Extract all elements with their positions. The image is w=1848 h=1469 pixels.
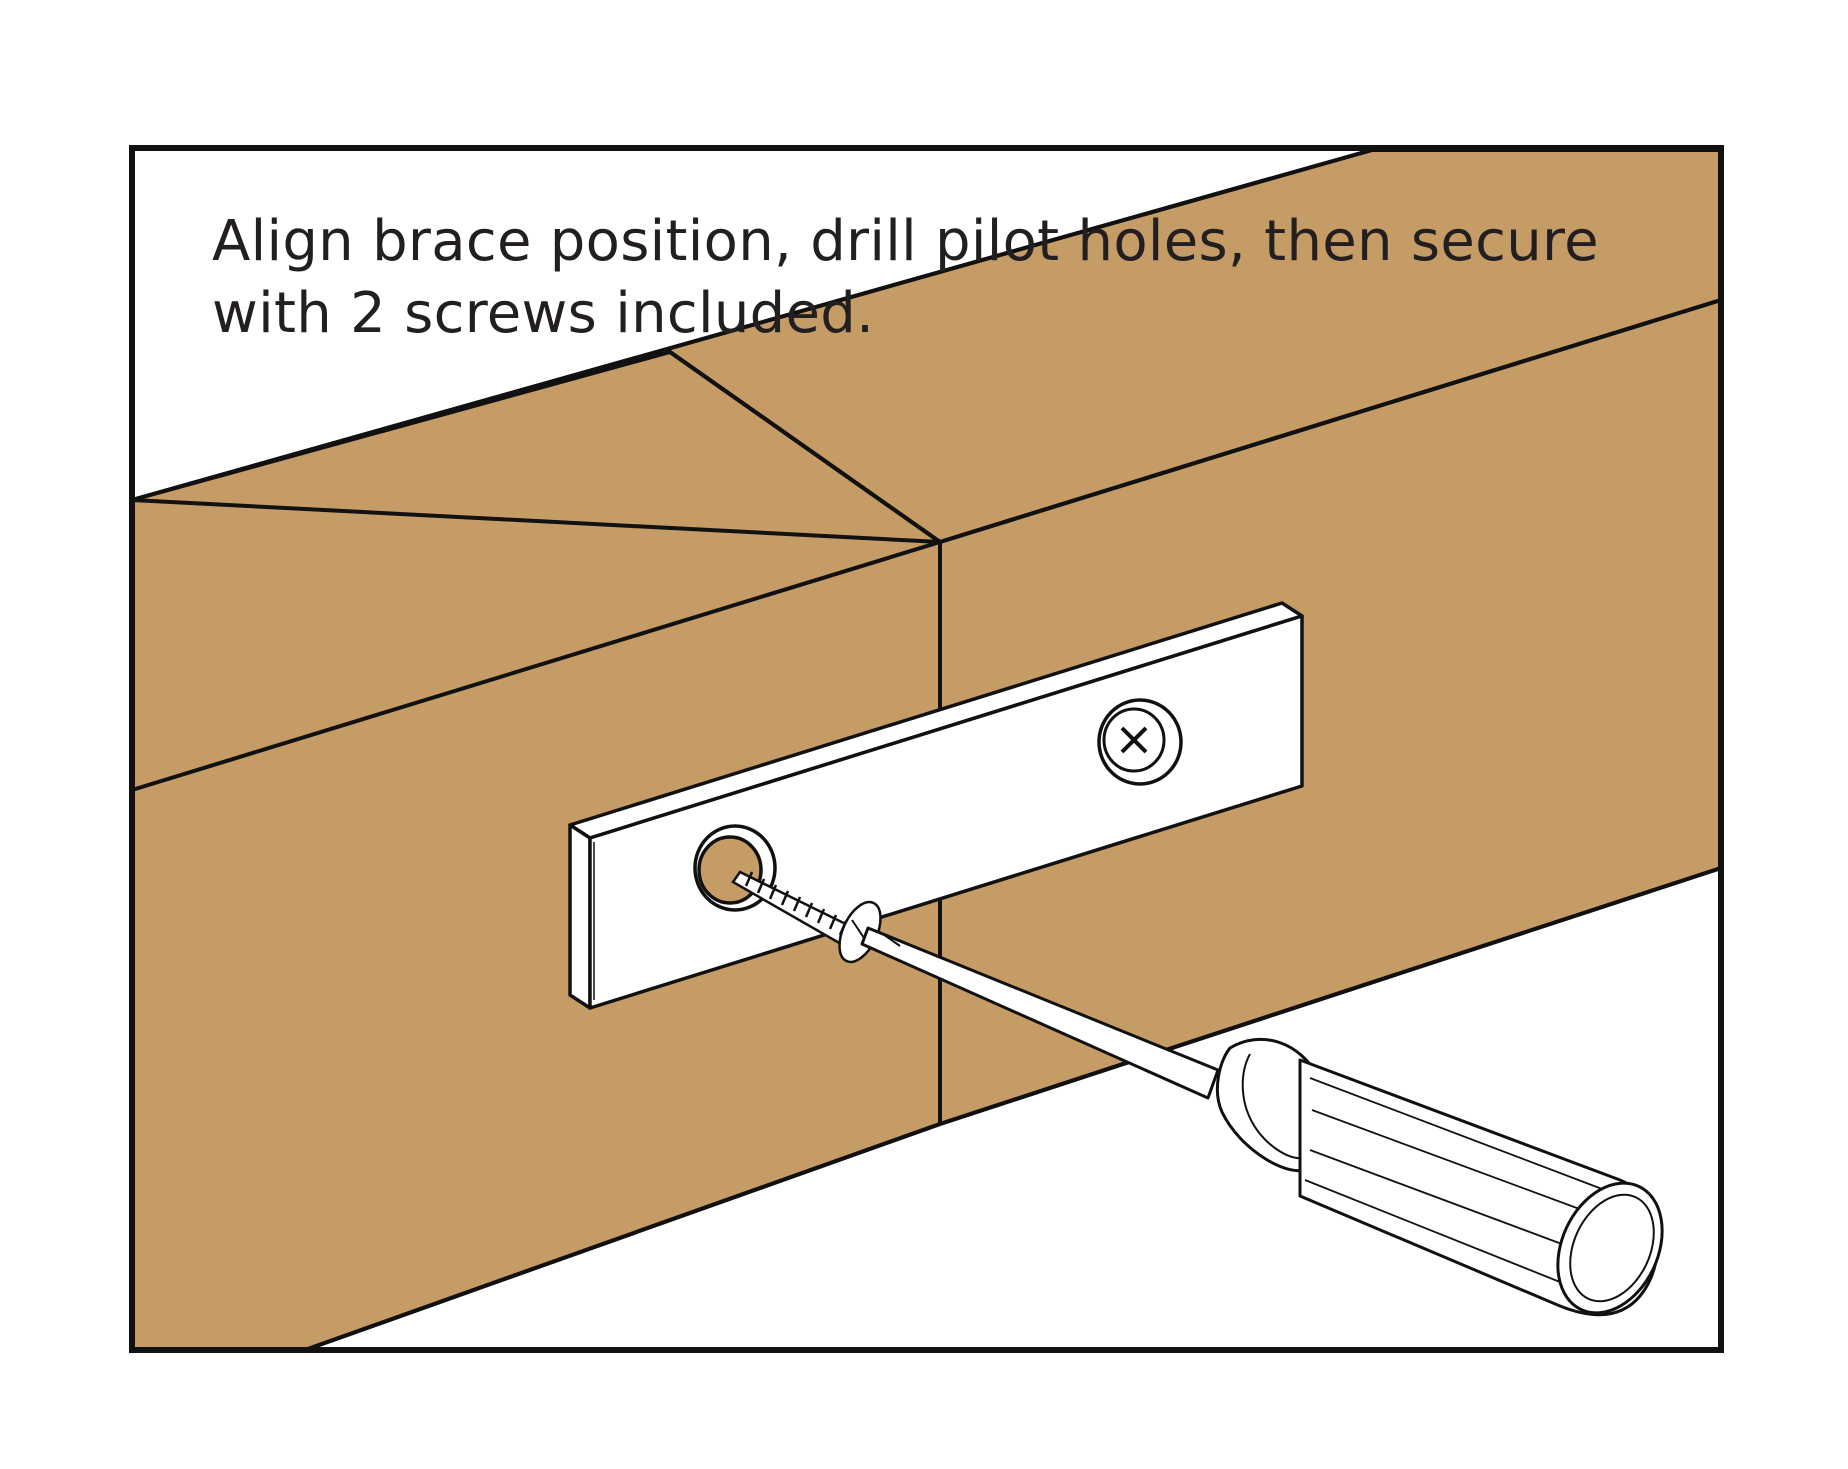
instruction-caption: Align brace position, drill pilot holes,… — [212, 206, 1712, 350]
installed-screw-icon — [1097, 698, 1183, 786]
instruction-line-2: with 2 screws included. — [212, 281, 875, 346]
frame-border — [129, 145, 1724, 1353]
screwdriver-icon — [860, 926, 1664, 1317]
instruction-line-1: Align brace position, drill pilot holes,… — [212, 209, 1599, 274]
beam-edges — [131, 148, 1722, 1352]
wood-beams — [130, 148, 1723, 1352]
